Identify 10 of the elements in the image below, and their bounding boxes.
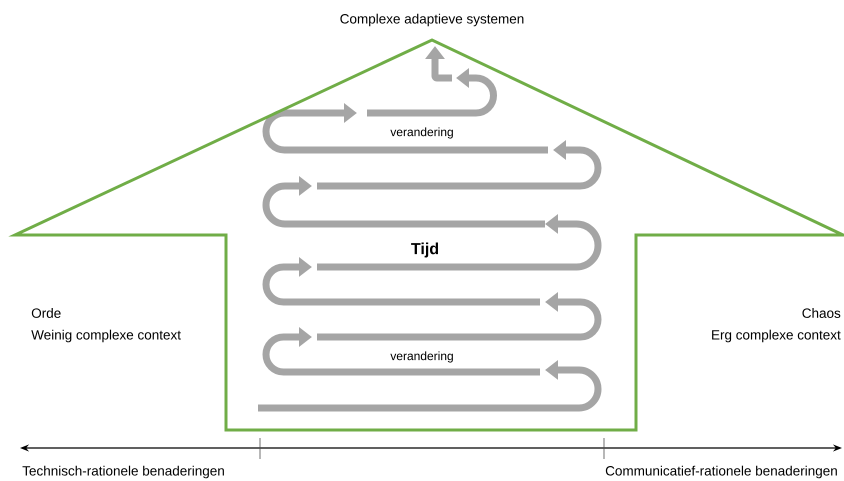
side-label: Orde xyxy=(32,308,61,318)
side-label: Weinig complexe context xyxy=(31,330,181,342)
side-label: Chaos xyxy=(802,308,840,318)
heading-label: Complexe adaptieve systemen xyxy=(340,14,524,26)
time-label: Tijd xyxy=(411,242,438,258)
side-label: Erg complexe context xyxy=(712,330,841,342)
change-label: verandering xyxy=(390,127,453,139)
axis-label: Technisch-rationele benaderingen xyxy=(22,466,224,478)
change-label: verandering xyxy=(390,351,453,363)
axis-label: Communicatief-rationele benaderingen xyxy=(606,466,837,478)
